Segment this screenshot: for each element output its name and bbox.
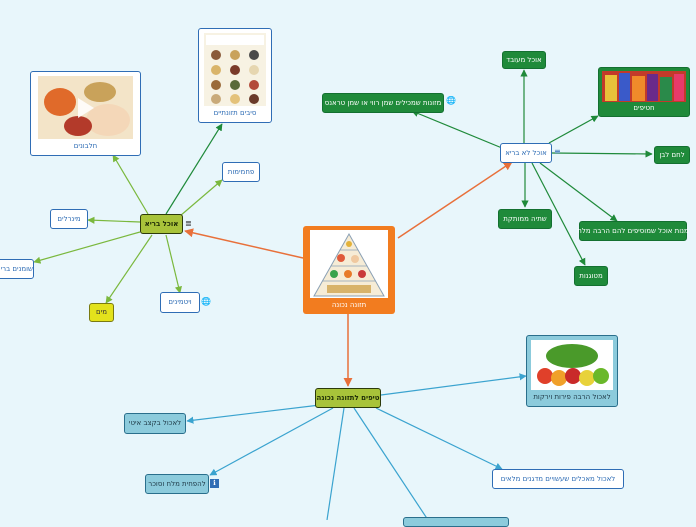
snacks-label: חטיפים (633, 104, 655, 112)
salt-sugar-label: להפחית מלח וסוכר (148, 479, 206, 488)
edge-unhealthy-sweets (548, 115, 599, 144)
node-fried[interactable]: מטוגנות (574, 266, 608, 286)
notes-icon[interactable]: ≣ (185, 219, 192, 228)
healthy-label: אוכל בריא (144, 219, 179, 228)
central-label: תזונה נכונה (331, 301, 367, 309)
fruits-label: לאכול הרבה פירות וירקות (533, 393, 611, 401)
edge-tips-fruits (380, 373, 527, 396)
node-carbs[interactable]: פחמימות (222, 162, 260, 182)
node-tips[interactable]: טיפים לתזונה נכונה (315, 388, 381, 408)
globe-icon[interactable]: 🌐 (201, 297, 211, 306)
edge-tips-grains (375, 407, 503, 470)
proteins-image (38, 76, 133, 139)
globe-icon[interactable]: 🌐 (446, 96, 456, 105)
node-vitamins[interactable]: ויטמינים (160, 292, 200, 313)
edge-unhealthy-fastfood (411, 110, 503, 149)
fiber-label: סיבים תזונתיים (213, 109, 257, 117)
node-unhealthy-food[interactable]: אוכל לא בריא (500, 143, 552, 163)
fiber-chart-image (204, 33, 266, 106)
edge-central-unhealthy (397, 161, 513, 239)
node-tip-partial[interactable] (403, 517, 509, 527)
node-proteins[interactable]: חלבונים (30, 71, 141, 156)
edge-tips-extra-right (353, 407, 429, 520)
edge-tips-salt (209, 407, 334, 476)
saturated-label: מזונות שמכילים שמן רווי או שמן טראנס (324, 98, 442, 107)
eat-slowly-label: לאכול בקצב איטי (128, 419, 182, 427)
node-reduce-salt-sugar[interactable]: להפחית מלח וסוכר (145, 474, 209, 494)
node-fats[interactable]: שומנים בריאים (0, 259, 34, 279)
processed-label: אוכל מעובד (506, 55, 542, 64)
node-sugary-drinks[interactable]: שתיה ממותקת (498, 209, 552, 229)
edge-healthy-fats (33, 231, 141, 264)
node-fiber[interactable]: סיבים תזונתיים (198, 28, 272, 123)
edge-central-healthy (184, 228, 304, 259)
node-snacks[interactable]: חטיפים (598, 67, 690, 117)
edge-healthy-carbs (179, 179, 223, 217)
white-bread-label: לחם לבן (659, 150, 685, 159)
fried-label: מטוגנות (579, 271, 603, 280)
edge-healthy-legumes (165, 123, 223, 215)
sugary-label: שתיה ממותקת (503, 214, 547, 223)
carbs-label: פחמימות (227, 167, 255, 176)
node-white-bread[interactable]: לחם לבן (654, 146, 690, 164)
edge-unhealthy-fried (531, 162, 586, 266)
water-label: מים (96, 308, 107, 316)
node-saturated-fats[interactable]: מזונות שמכילים שמן רווי או שמן טראנס (322, 93, 444, 113)
edge-tips-slow (186, 404, 321, 424)
edge-healthy-minerals (87, 216, 141, 224)
attachment-icon[interactable]: ℹ (210, 479, 219, 488)
fats-label: שומנים בריאים (0, 264, 33, 273)
fruits-vegetables-image (531, 340, 613, 390)
node-water[interactable]: מים (89, 303, 114, 322)
node-minerals[interactable]: מינרלים (50, 209, 88, 229)
edge-unhealthy-salty (539, 162, 618, 222)
food-pyramid-image (310, 230, 388, 298)
node-fruits-vegetables[interactable]: לאכול הרבה פירות וירקות (526, 335, 618, 407)
salty-label: מנות אוכל שמוסיפים להם הרבה מלח (577, 226, 689, 235)
unhealthy-label: אוכל לא בריא (505, 148, 547, 157)
edge-healthy-water (105, 234, 153, 304)
vitamins-label: ויטמינים (168, 298, 192, 306)
edge-healthy-vitamins (165, 234, 182, 294)
central-topic[interactable]: תזונה נכונה (303, 226, 395, 314)
node-salty-dishes[interactable]: מנות אוכל שמוסיפים להם הרבה מלח (577, 221, 689, 241)
node-whole-grains[interactable]: לאכול מאכלים שעשויים מדגנים מלאים (492, 469, 624, 489)
edge-healthy-proteins (112, 154, 149, 215)
edge-unhealthy-whitebread (551, 150, 653, 158)
node-eat-slowly[interactable]: לאכול בקצב איטי (124, 413, 186, 434)
proteins-label: חלבונים (73, 142, 98, 150)
node-healthy-food[interactable]: אוכל בריא (140, 214, 183, 234)
notes-icon[interactable]: ≡ (554, 147, 561, 156)
node-processed-food[interactable]: אוכל מעובד (502, 51, 546, 69)
snacks-image (602, 71, 686, 102)
tips-label: טיפים לתזונה נכונה (316, 393, 380, 402)
minerals-label: מינרלים (57, 214, 81, 223)
whole-grains-label: לאכול מאכלים שעשויים מדגנים מלאים (500, 474, 616, 483)
edge-tips-extra-left (326, 407, 345, 520)
